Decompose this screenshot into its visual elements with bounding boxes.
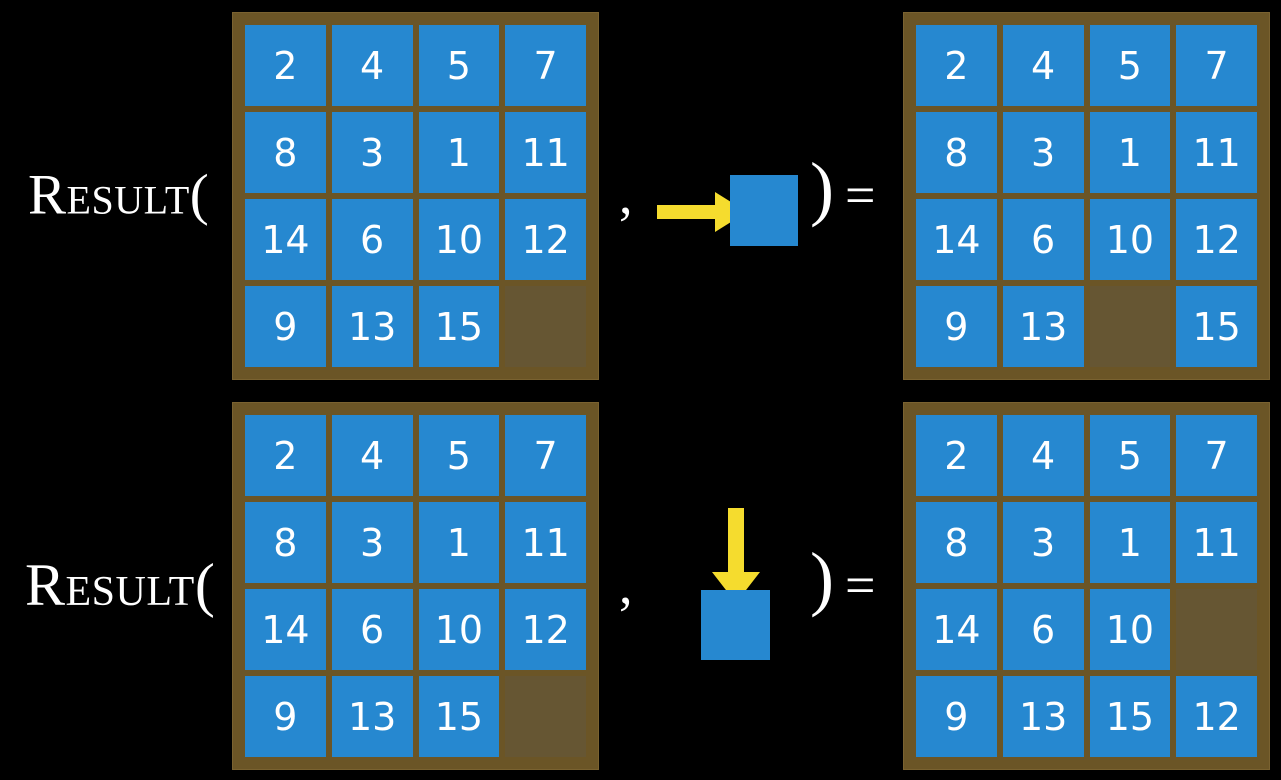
board-tile: 6 <box>331 199 413 280</box>
board-blank-cell <box>1176 589 1257 670</box>
moving-tile-down <box>701 590 770 660</box>
equals-sign: = <box>845 165 876 225</box>
board-tile: 13 <box>1002 676 1084 757</box>
board-tile: 14 <box>916 589 997 670</box>
board-tile: 2 <box>916 25 997 106</box>
board-tile: 2 <box>245 25 326 106</box>
board-tile: 11 <box>505 502 586 583</box>
board-tile: 3 <box>331 502 413 583</box>
closing-paren: ) <box>810 538 834 618</box>
board-tile: 14 <box>245 589 326 670</box>
board-tile: 9 <box>916 286 997 367</box>
board-tile: 7 <box>505 415 586 496</box>
board-tile: 1 <box>418 112 500 193</box>
board-tile: 15 <box>418 676 500 757</box>
argument-separator-comma: , <box>619 555 633 615</box>
board-tile: 12 <box>505 589 586 670</box>
board-tile: 15 <box>1089 676 1171 757</box>
board-tile: 1 <box>1089 502 1171 583</box>
board-tile: 6 <box>331 589 413 670</box>
board-tile: 11 <box>1176 502 1257 583</box>
board-tile: 4 <box>1002 415 1084 496</box>
board-tile: 3 <box>331 112 413 193</box>
board-tile: 3 <box>1002 112 1084 193</box>
board-tile: 5 <box>418 415 500 496</box>
board-tile: 1 <box>1089 112 1171 193</box>
board-blank-cell <box>505 286 586 367</box>
board-tile: 8 <box>916 502 997 583</box>
argument-separator-comma: , <box>619 165 633 225</box>
board-blank-cell <box>505 676 586 757</box>
board-tile: 15 <box>418 286 500 367</box>
board-tile: 8 <box>245 502 326 583</box>
board-tile: 13 <box>331 286 413 367</box>
board-tile: 5 <box>1089 25 1171 106</box>
result-function-label: Result( <box>25 552 216 618</box>
board-tile: 7 <box>505 25 586 106</box>
board-tile: 10 <box>418 589 500 670</box>
board-tile: 1 <box>418 502 500 583</box>
board-tile: 3 <box>1002 502 1084 583</box>
board-tile: 4 <box>1002 25 1084 106</box>
arrow-down-icon <box>712 508 760 603</box>
result-function-label: Result( <box>28 163 210 227</box>
board-tile: 9 <box>245 676 326 757</box>
board-tile: 8 <box>916 112 997 193</box>
board-tile: 13 <box>331 676 413 757</box>
closing-paren: ) <box>810 148 834 228</box>
board-tile: 11 <box>1176 112 1257 193</box>
board-blank-cell <box>1089 286 1171 367</box>
board-tile: 4 <box>331 415 413 496</box>
board-tile: 4 <box>331 25 413 106</box>
board-tile: 9 <box>245 286 326 367</box>
board-tile: 14 <box>245 199 326 280</box>
board-tile: 7 <box>1176 415 1257 496</box>
board-tile: 15 <box>1176 286 1257 367</box>
board-tile: 2 <box>245 415 326 496</box>
board-tile: 6 <box>1002 589 1084 670</box>
arrow-right-icon <box>657 192 747 232</box>
equals-sign: = <box>845 555 876 615</box>
board-tile: 7 <box>1176 25 1257 106</box>
board-tile: 10 <box>1089 589 1171 670</box>
board-tile: 6 <box>1002 199 1084 280</box>
board-tile: 12 <box>1176 676 1257 757</box>
board-tile: 9 <box>916 676 997 757</box>
board-tile: 8 <box>245 112 326 193</box>
board-tile: 5 <box>418 25 500 106</box>
moving-tile-right <box>730 175 798 246</box>
board-tile: 11 <box>505 112 586 193</box>
board-tile: 12 <box>505 199 586 280</box>
move-indicator-down <box>690 500 810 670</box>
board-tile: 12 <box>1176 199 1257 280</box>
board-tile: 14 <box>916 199 997 280</box>
board-tile: 10 <box>418 199 500 280</box>
board-tile: 13 <box>1002 286 1084 367</box>
move-indicator-right <box>650 160 810 260</box>
board-tile: 2 <box>916 415 997 496</box>
board-tile: 5 <box>1089 415 1171 496</box>
board-tile: 10 <box>1089 199 1171 280</box>
